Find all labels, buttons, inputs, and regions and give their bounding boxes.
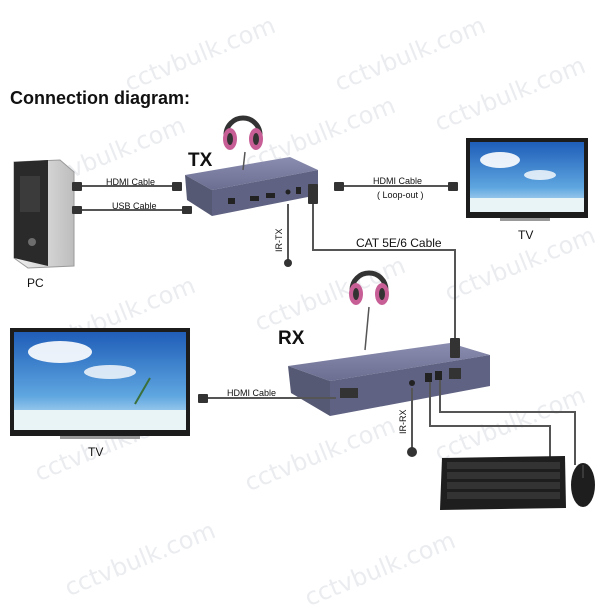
tx-label: TX (188, 150, 213, 171)
headphones-icon (349, 270, 389, 305)
hdmi-loop-cable-label: HDMI Cable (373, 176, 423, 186)
cable-keyboard (429, 382, 551, 462)
page-title: Connection diagram: (10, 88, 191, 108)
hdmi-plug-icon (334, 182, 344, 191)
headphones-icon (223, 115, 263, 150)
hdmi-plug-icon (72, 182, 82, 191)
tv-top-label: TV (518, 228, 534, 242)
rj45-plug-icon (450, 338, 460, 358)
mouse (571, 463, 595, 507)
hdmi-plug-icon (198, 394, 208, 403)
ir-rx-label: IR-RX (398, 409, 408, 435)
loop-out-note: ( Loop-out ) (377, 190, 424, 200)
ir-receiver-icon (284, 259, 292, 267)
cable-cat (312, 194, 456, 345)
usb-plug-icon (182, 206, 192, 214)
pc-tower (13, 159, 75, 269)
hdmi-cable-label: HDMI Cable (106, 177, 156, 187)
hdmi-plug-icon (172, 182, 182, 191)
cat-cable-label: CAT 5E/6 Cable (356, 236, 442, 250)
usb-cable-label: USB Cable (112, 201, 157, 211)
ir-receiver-icon (407, 447, 417, 457)
rx-device (288, 343, 490, 416)
tv-left (10, 328, 190, 439)
rx-hdmi-cable-label: HDMI Cable (227, 388, 277, 398)
tx-device (185, 157, 318, 216)
pc-label: PC (27, 276, 44, 290)
rj45-plug-icon (308, 184, 318, 204)
keyboard (440, 456, 566, 510)
cable-mouse (439, 380, 576, 465)
rx-label: RX (278, 328, 305, 349)
usb-plug-icon (72, 206, 82, 214)
cables (78, 185, 576, 465)
tv-top (466, 138, 588, 221)
tv-left-label: TV (88, 445, 104, 459)
ir-tx-label: IR-TX (274, 228, 284, 253)
hdmi-plug-icon (448, 182, 458, 191)
